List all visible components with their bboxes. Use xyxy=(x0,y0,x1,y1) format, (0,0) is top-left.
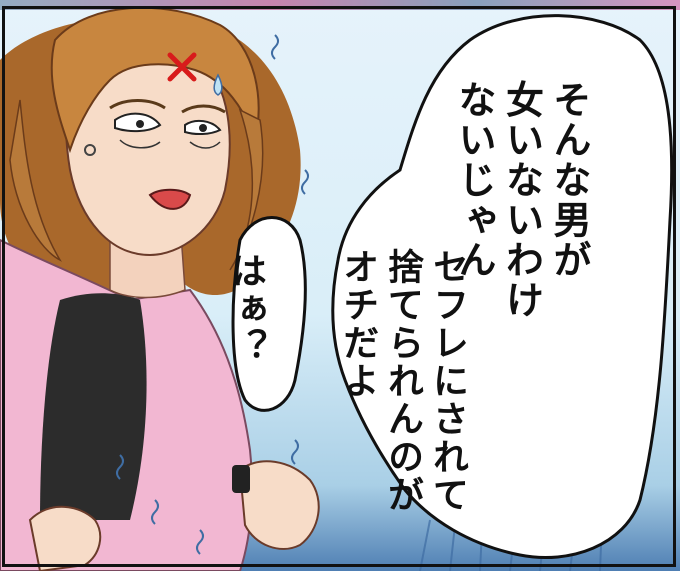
shirt xyxy=(40,293,147,520)
speech-text-2: セフレにされて 捨てられんのが オチだよ xyxy=(337,248,468,514)
top-strip xyxy=(0,0,680,10)
hair-front xyxy=(50,6,260,154)
left-hand xyxy=(28,505,102,571)
anger-mark-icon xyxy=(167,52,197,82)
tremble-lines xyxy=(116,34,309,555)
mouth xyxy=(148,188,192,210)
side-speech-bubble xyxy=(231,216,307,412)
speech-text-1: そんな男が 女いないわけ ないじゃん xyxy=(452,80,591,320)
main-speech-bubble xyxy=(331,14,674,560)
sweat-drop-icon xyxy=(213,73,223,96)
speech-text-3: はぁ？ xyxy=(225,252,266,366)
right-hand xyxy=(238,460,320,550)
